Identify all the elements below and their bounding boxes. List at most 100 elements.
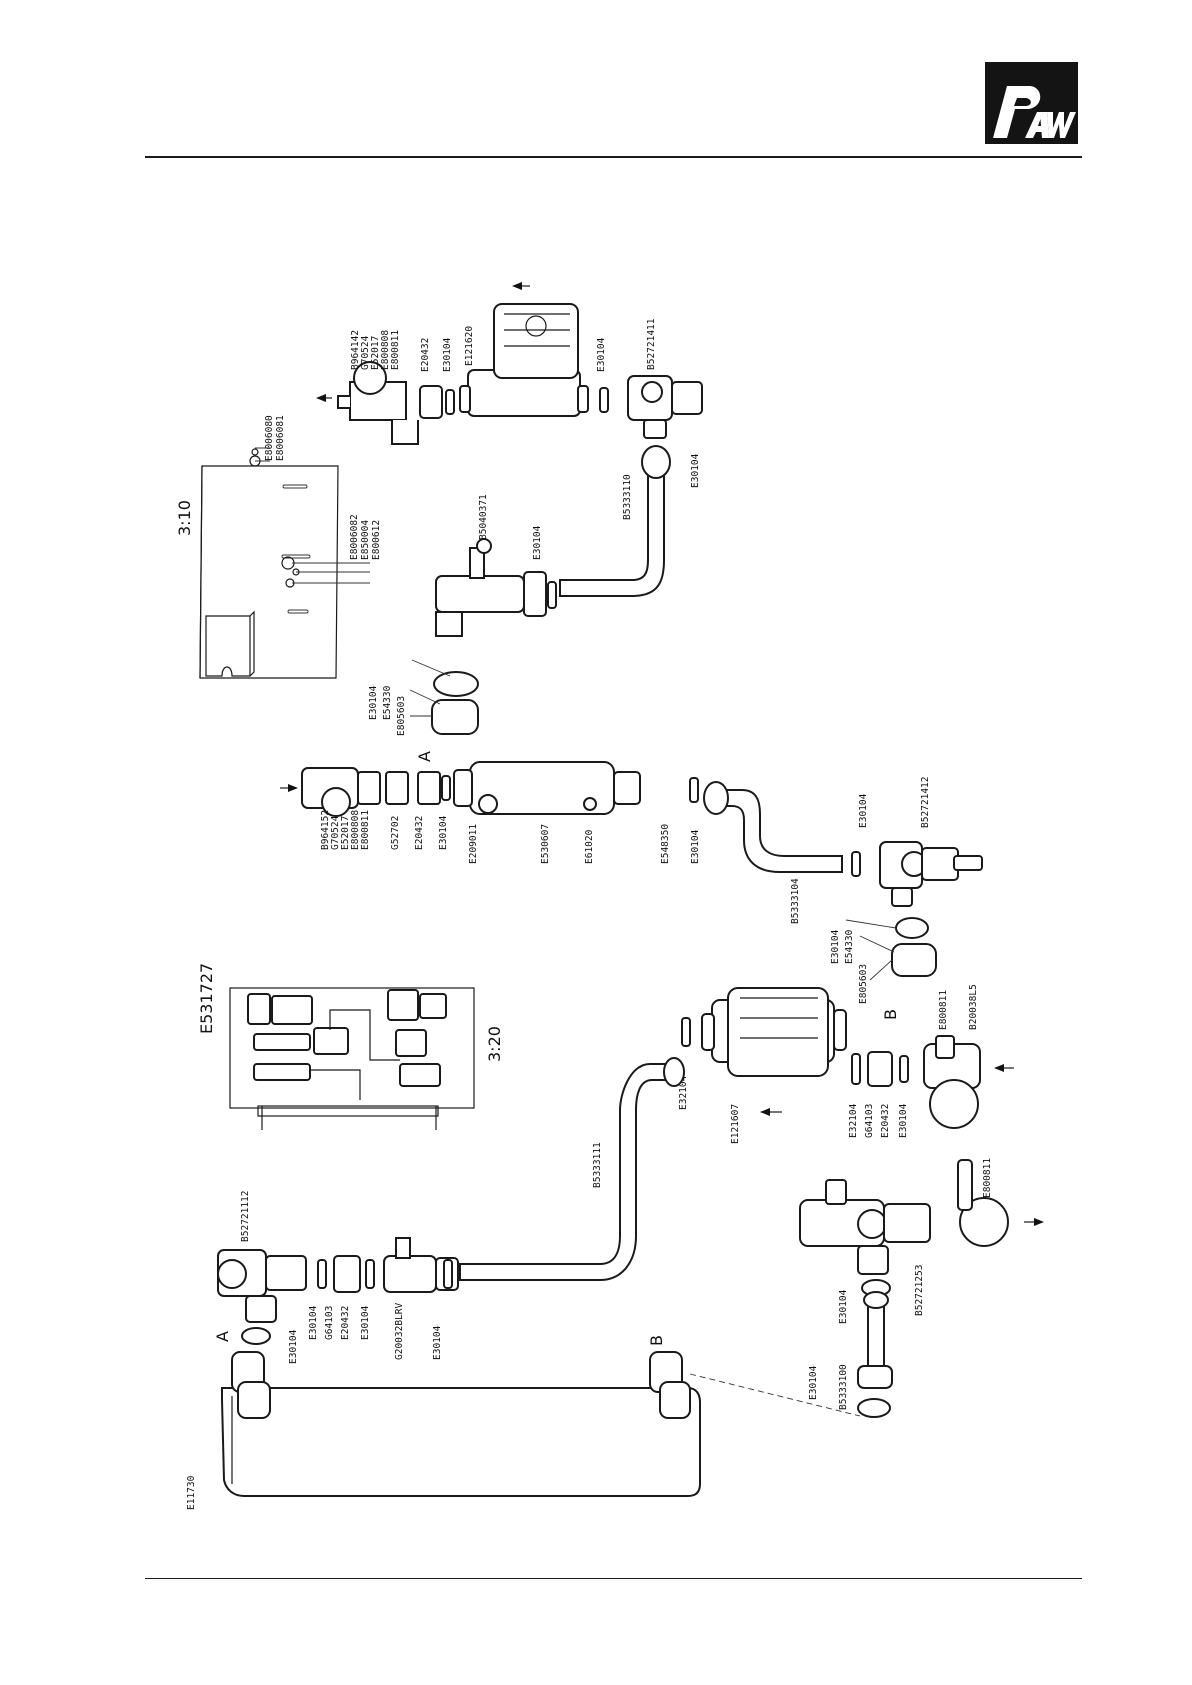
part-label: E121607 — [730, 1104, 741, 1144]
pipe-b5333111 — [459, 1063, 671, 1281]
part-label: B5040371 — [478, 494, 489, 540]
gasket — [681, 1017, 691, 1047]
part-label: E8006081 — [275, 415, 286, 461]
part-label: B5333111 — [592, 1142, 603, 1188]
fitting — [385, 771, 409, 805]
part-label: G70524 — [360, 335, 371, 370]
part-label: E8006082 — [349, 514, 360, 560]
part-label: E800808 — [350, 810, 361, 850]
pipe-nut — [663, 1057, 685, 1087]
gasket — [441, 775, 451, 801]
part-label: B964152 — [320, 810, 331, 850]
part-label: E52017 — [370, 336, 381, 370]
part-label: B52721412 — [920, 777, 931, 828]
part-label: E805603 — [396, 696, 407, 736]
pipe-b5333100 — [867, 1299, 885, 1369]
pipe-b5333110 — [559, 469, 665, 597]
part-label: E800811 — [938, 990, 949, 1030]
top-valve-assembly — [316, 361, 455, 445]
heater-element — [453, 761, 641, 815]
gasket — [851, 851, 861, 877]
station-overview-detail — [229, 987, 475, 1130]
pipe-b5333104 — [715, 789, 843, 873]
part-label: E8006080 — [264, 415, 275, 461]
part-label: E30104 — [532, 525, 543, 560]
gasket — [547, 581, 557, 609]
gasket-ring — [857, 1398, 891, 1418]
part-label: E30104 — [432, 1325, 443, 1360]
section-marker: A — [213, 1331, 232, 1342]
part-label: E30104 — [898, 1103, 909, 1138]
pipe-nut — [863, 1291, 889, 1309]
part-label: E32104 — [848, 1103, 859, 1138]
valve-b52721253 — [799, 1159, 1044, 1275]
fitting — [333, 1255, 361, 1293]
fitting — [417, 771, 441, 805]
part-label: E30104 — [368, 685, 379, 720]
part-label: E54330 — [382, 685, 393, 720]
plate-top-labels: E8006080 E8006081 — [264, 415, 286, 461]
part-label: B964142 — [350, 330, 361, 370]
part-label: G64103 — [864, 1104, 875, 1138]
part-label: B5333110 — [622, 474, 633, 520]
paw-logo-mark — [985, 62, 1078, 144]
part-label: E800811 — [982, 1158, 993, 1198]
part-label: E20432 — [340, 1306, 351, 1340]
mid-valve-assembly — [280, 767, 381, 817]
part-label: E32104 — [678, 1075, 689, 1110]
part-label: E121620 — [464, 326, 475, 366]
part-label: E30104 — [838, 1289, 849, 1324]
plate-heat-exchanger-e11730 — [221, 1351, 701, 1497]
cap-e805603 — [891, 943, 937, 977]
gasket — [689, 777, 699, 803]
part-label: E850004 — [360, 520, 371, 560]
part-label: B5333104 — [790, 878, 801, 924]
section-marker: A — [415, 751, 434, 762]
part-label: B52721253 — [914, 1265, 925, 1316]
part-label: E30104 — [690, 453, 701, 488]
part-label: E800811 — [390, 330, 401, 370]
pipe-nut — [857, 1365, 893, 1389]
pipe-nut — [641, 445, 671, 479]
part-label: E800612 — [371, 520, 382, 560]
part-label: E30104 — [830, 929, 841, 964]
valve-b52721412 — [879, 841, 983, 907]
part-label: E209011 — [468, 824, 479, 864]
gasket — [851, 1053, 861, 1085]
scale-label-plate: 3:10 — [175, 500, 194, 536]
dashed-connection-b — [689, 1373, 861, 1417]
part-label: E30104 — [808, 1365, 819, 1400]
part-label: E548350 — [660, 824, 671, 864]
part-label: G70524 — [330, 815, 341, 850]
plate-screw-labels: E8006082 E850004 E800612 — [349, 514, 382, 560]
header-rule — [145, 156, 1082, 158]
part-label: E11730 — [186, 1475, 197, 1510]
part-label: E30104 — [360, 1305, 371, 1340]
part-label: E30104 — [690, 829, 701, 864]
pump-top — [459, 282, 589, 417]
gasket — [599, 387, 609, 413]
part-label: G52702 — [390, 816, 401, 850]
gasket — [317, 1259, 327, 1289]
pump-bottom — [701, 987, 847, 1116]
valve-b52721112 — [217, 1249, 307, 1323]
mounting-plate-detail — [199, 447, 370, 679]
section-marker: B — [881, 1009, 900, 1020]
ball-valve-b20038l5 — [923, 1035, 1014, 1129]
part-label: E30104 — [858, 793, 869, 828]
part-label: E61020 — [584, 829, 595, 864]
gasket-ring — [241, 1327, 271, 1345]
part-label: E800811 — [360, 810, 371, 850]
part-label: E30104 — [596, 337, 607, 372]
fitting — [867, 1051, 893, 1087]
part-label: E30104 — [308, 1305, 319, 1340]
gasket — [899, 1055, 909, 1083]
part-label: E54330 — [844, 929, 855, 964]
pipe-nut — [703, 781, 729, 815]
valve-b52721411 — [627, 375, 703, 439]
cap-e805603 — [431, 699, 479, 735]
part-label: B52721112 — [240, 1191, 251, 1242]
gasket — [443, 1259, 453, 1289]
part-label: E805603 — [858, 964, 869, 1004]
